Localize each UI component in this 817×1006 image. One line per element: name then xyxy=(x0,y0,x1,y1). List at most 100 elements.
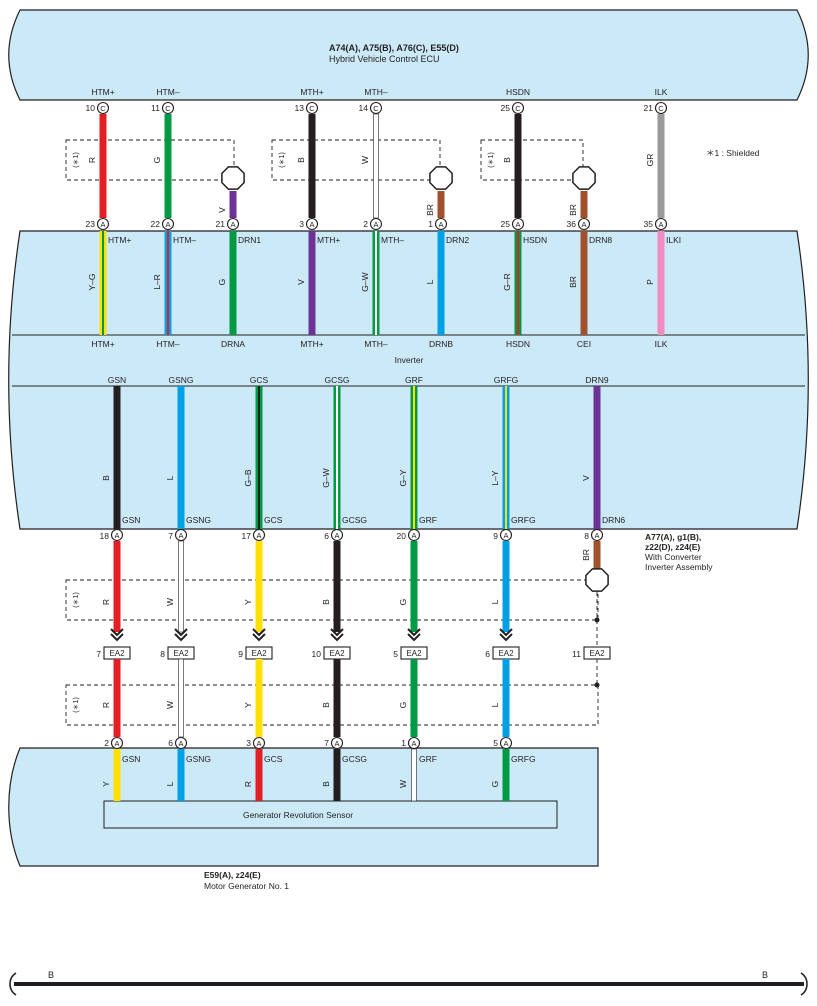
inv-lower-term-3: GCSG xyxy=(324,375,349,385)
inv-term-top-2: DRN1 xyxy=(238,235,261,245)
inv-pin-a-7-letter: A xyxy=(581,220,586,229)
inv-wire-color-4: G–W xyxy=(360,272,370,291)
inv-pin-a-3-letter: A xyxy=(309,220,314,229)
asm-wire-color-4: G xyxy=(398,599,408,606)
inv-lower-wire-5-stripe xyxy=(505,386,507,529)
ground-wire-color-5: BR xyxy=(425,204,435,216)
mg-pin-a-2 xyxy=(252,736,266,750)
inv-wire-color-5: L xyxy=(425,279,435,284)
mg-feed-color-1: W xyxy=(165,701,175,709)
inv-wire-color-1: L–R xyxy=(152,274,162,290)
mg-feed-color-5: L xyxy=(490,702,500,707)
ecu-pin-num-0: 10 xyxy=(86,103,96,113)
asm-pin-a-5 xyxy=(499,528,513,542)
inv-term-top-8: ILKI xyxy=(666,235,681,245)
inv-term-top-0: HTM+ xyxy=(108,235,131,245)
inv-lower-inner-term-6: DRN6 xyxy=(602,515,625,525)
inv-wire-4-stripe xyxy=(375,231,377,335)
inv-lower-color-4: G–Y xyxy=(398,469,408,486)
mg-feed-color-0: R xyxy=(101,702,111,708)
asm-pin-a-1 xyxy=(174,528,188,542)
mg-term-4: GRF xyxy=(419,754,437,764)
ecu-term-6: HSDN xyxy=(506,87,530,97)
assembly-line2: z22(D), z24(E) xyxy=(645,542,700,552)
mg-pin-num-0: 2 xyxy=(104,738,109,748)
mg-pin-a-5-letter: A xyxy=(503,739,508,748)
ea2-label-1: EA2 xyxy=(173,649,189,658)
mg-feed-wire-1 xyxy=(178,658,184,738)
mg-feed-wire-5 xyxy=(502,659,510,737)
lower-shield-label-2: (＊1) xyxy=(73,697,80,713)
ecu-title: A74(A), A75(B), A76(C), E55(D) xyxy=(329,43,459,53)
inv-pin-num-6: 25 xyxy=(501,219,511,229)
ea2-pin-0: 7 xyxy=(96,649,101,659)
footer-bracket-right xyxy=(800,972,808,996)
inv-term-bot-3: MTH+ xyxy=(300,339,323,349)
inv-pin-a-4-letter: A xyxy=(373,220,378,229)
mg-feed-wire-3 xyxy=(333,659,341,737)
ground-wire-color-7: BR xyxy=(568,204,578,216)
mg-wire-color-0: Y xyxy=(101,781,111,787)
ecu-pin-c-4-letter: C xyxy=(373,104,379,113)
inv-term-top-1: HTM– xyxy=(173,235,196,245)
asm-drain-wire-6 xyxy=(593,541,601,570)
generator-sensor-label: Generator Revolution Sensor xyxy=(243,810,353,820)
shield-junction-2 xyxy=(594,682,600,688)
asm-pin-a-6-letter: A xyxy=(594,531,599,540)
mg-wire-4 xyxy=(411,748,417,802)
asm-pin-num-4: 20 xyxy=(397,531,407,541)
asm-wire-2 xyxy=(255,541,263,632)
ecu-pin-c-0 xyxy=(96,101,110,115)
assembly-line1: A77(A), g1(B), xyxy=(645,532,701,542)
inv-pin-num-3: 3 xyxy=(299,219,304,229)
inv-term-top-3: MTH+ xyxy=(317,235,340,245)
ea2-label-4: EA2 xyxy=(406,649,422,658)
mg-pin-num-3: 7 xyxy=(324,738,329,748)
upper-shield-1 xyxy=(65,139,235,181)
mg-pin-a-1-letter: A xyxy=(178,739,183,748)
mg-term-2: GCS xyxy=(264,754,283,764)
mg-wire-color-5: G xyxy=(490,781,500,788)
ecu-pin-num-8: 21 xyxy=(644,103,654,113)
motor-name: Motor Generator No. 1 xyxy=(204,881,289,891)
inv-pin-num-2: 21 xyxy=(216,219,226,229)
inv-lower-wire-6 xyxy=(593,386,601,529)
inv-lower-inner-term-5: GRFG xyxy=(511,515,536,525)
mg-term-1: GSNG xyxy=(186,754,211,764)
inverter-label: Inverter xyxy=(395,355,424,365)
ea2-label-0: EA2 xyxy=(109,649,125,658)
ecu-pin-c-8 xyxy=(654,101,668,115)
mg-wire-3 xyxy=(333,749,341,801)
inv-pin-a-1-letter: A xyxy=(165,220,170,229)
inv-pin-num-0: 23 xyxy=(86,219,96,229)
ea2-label-3: EA2 xyxy=(329,649,345,658)
ecu-term-8: ILK xyxy=(655,87,668,97)
inv-lower-inner-term-2: GCS xyxy=(264,515,283,525)
ecu-wire-color-6: B xyxy=(502,157,512,163)
mg-feed-wire-0 xyxy=(113,659,121,737)
inv-pin-a-5-letter: A xyxy=(438,220,443,229)
asm-pin-num-5: 9 xyxy=(493,531,498,541)
inv-term-bot-0: HTM+ xyxy=(91,339,114,349)
ecu-pin-c-8-letter: C xyxy=(658,104,664,113)
ecu-pin-c-1 xyxy=(161,101,175,115)
ecu-name: Hybrid Vehicle Control ECU xyxy=(329,54,440,64)
mg-feed-color-2: Y xyxy=(243,702,253,708)
asm-wire-4 xyxy=(410,541,418,632)
inv-lower-term-2: GCS xyxy=(250,375,269,385)
mg-pin-a-3 xyxy=(330,736,344,750)
asm-pin-a-6 xyxy=(590,528,604,542)
mg-feed-color-4: G xyxy=(398,702,408,709)
inv-lower-wire-0 xyxy=(113,386,121,529)
inv-lower-inner-term-3: GCSG xyxy=(342,515,367,525)
inv-wire-color-7: BR xyxy=(568,276,578,288)
lower-shield-2 xyxy=(65,684,599,726)
ecu-pin-num-1: 11 xyxy=(151,103,160,113)
asm-pin-a-5-letter: A xyxy=(503,531,508,540)
upper-shield-3 xyxy=(480,139,584,181)
motor-title: E59(A), z24(E) xyxy=(204,870,261,880)
assembly-line4: Inverter Assembly xyxy=(645,562,713,572)
generator-sensor-box xyxy=(103,800,558,829)
assembly-line3: With Converter xyxy=(645,552,702,562)
